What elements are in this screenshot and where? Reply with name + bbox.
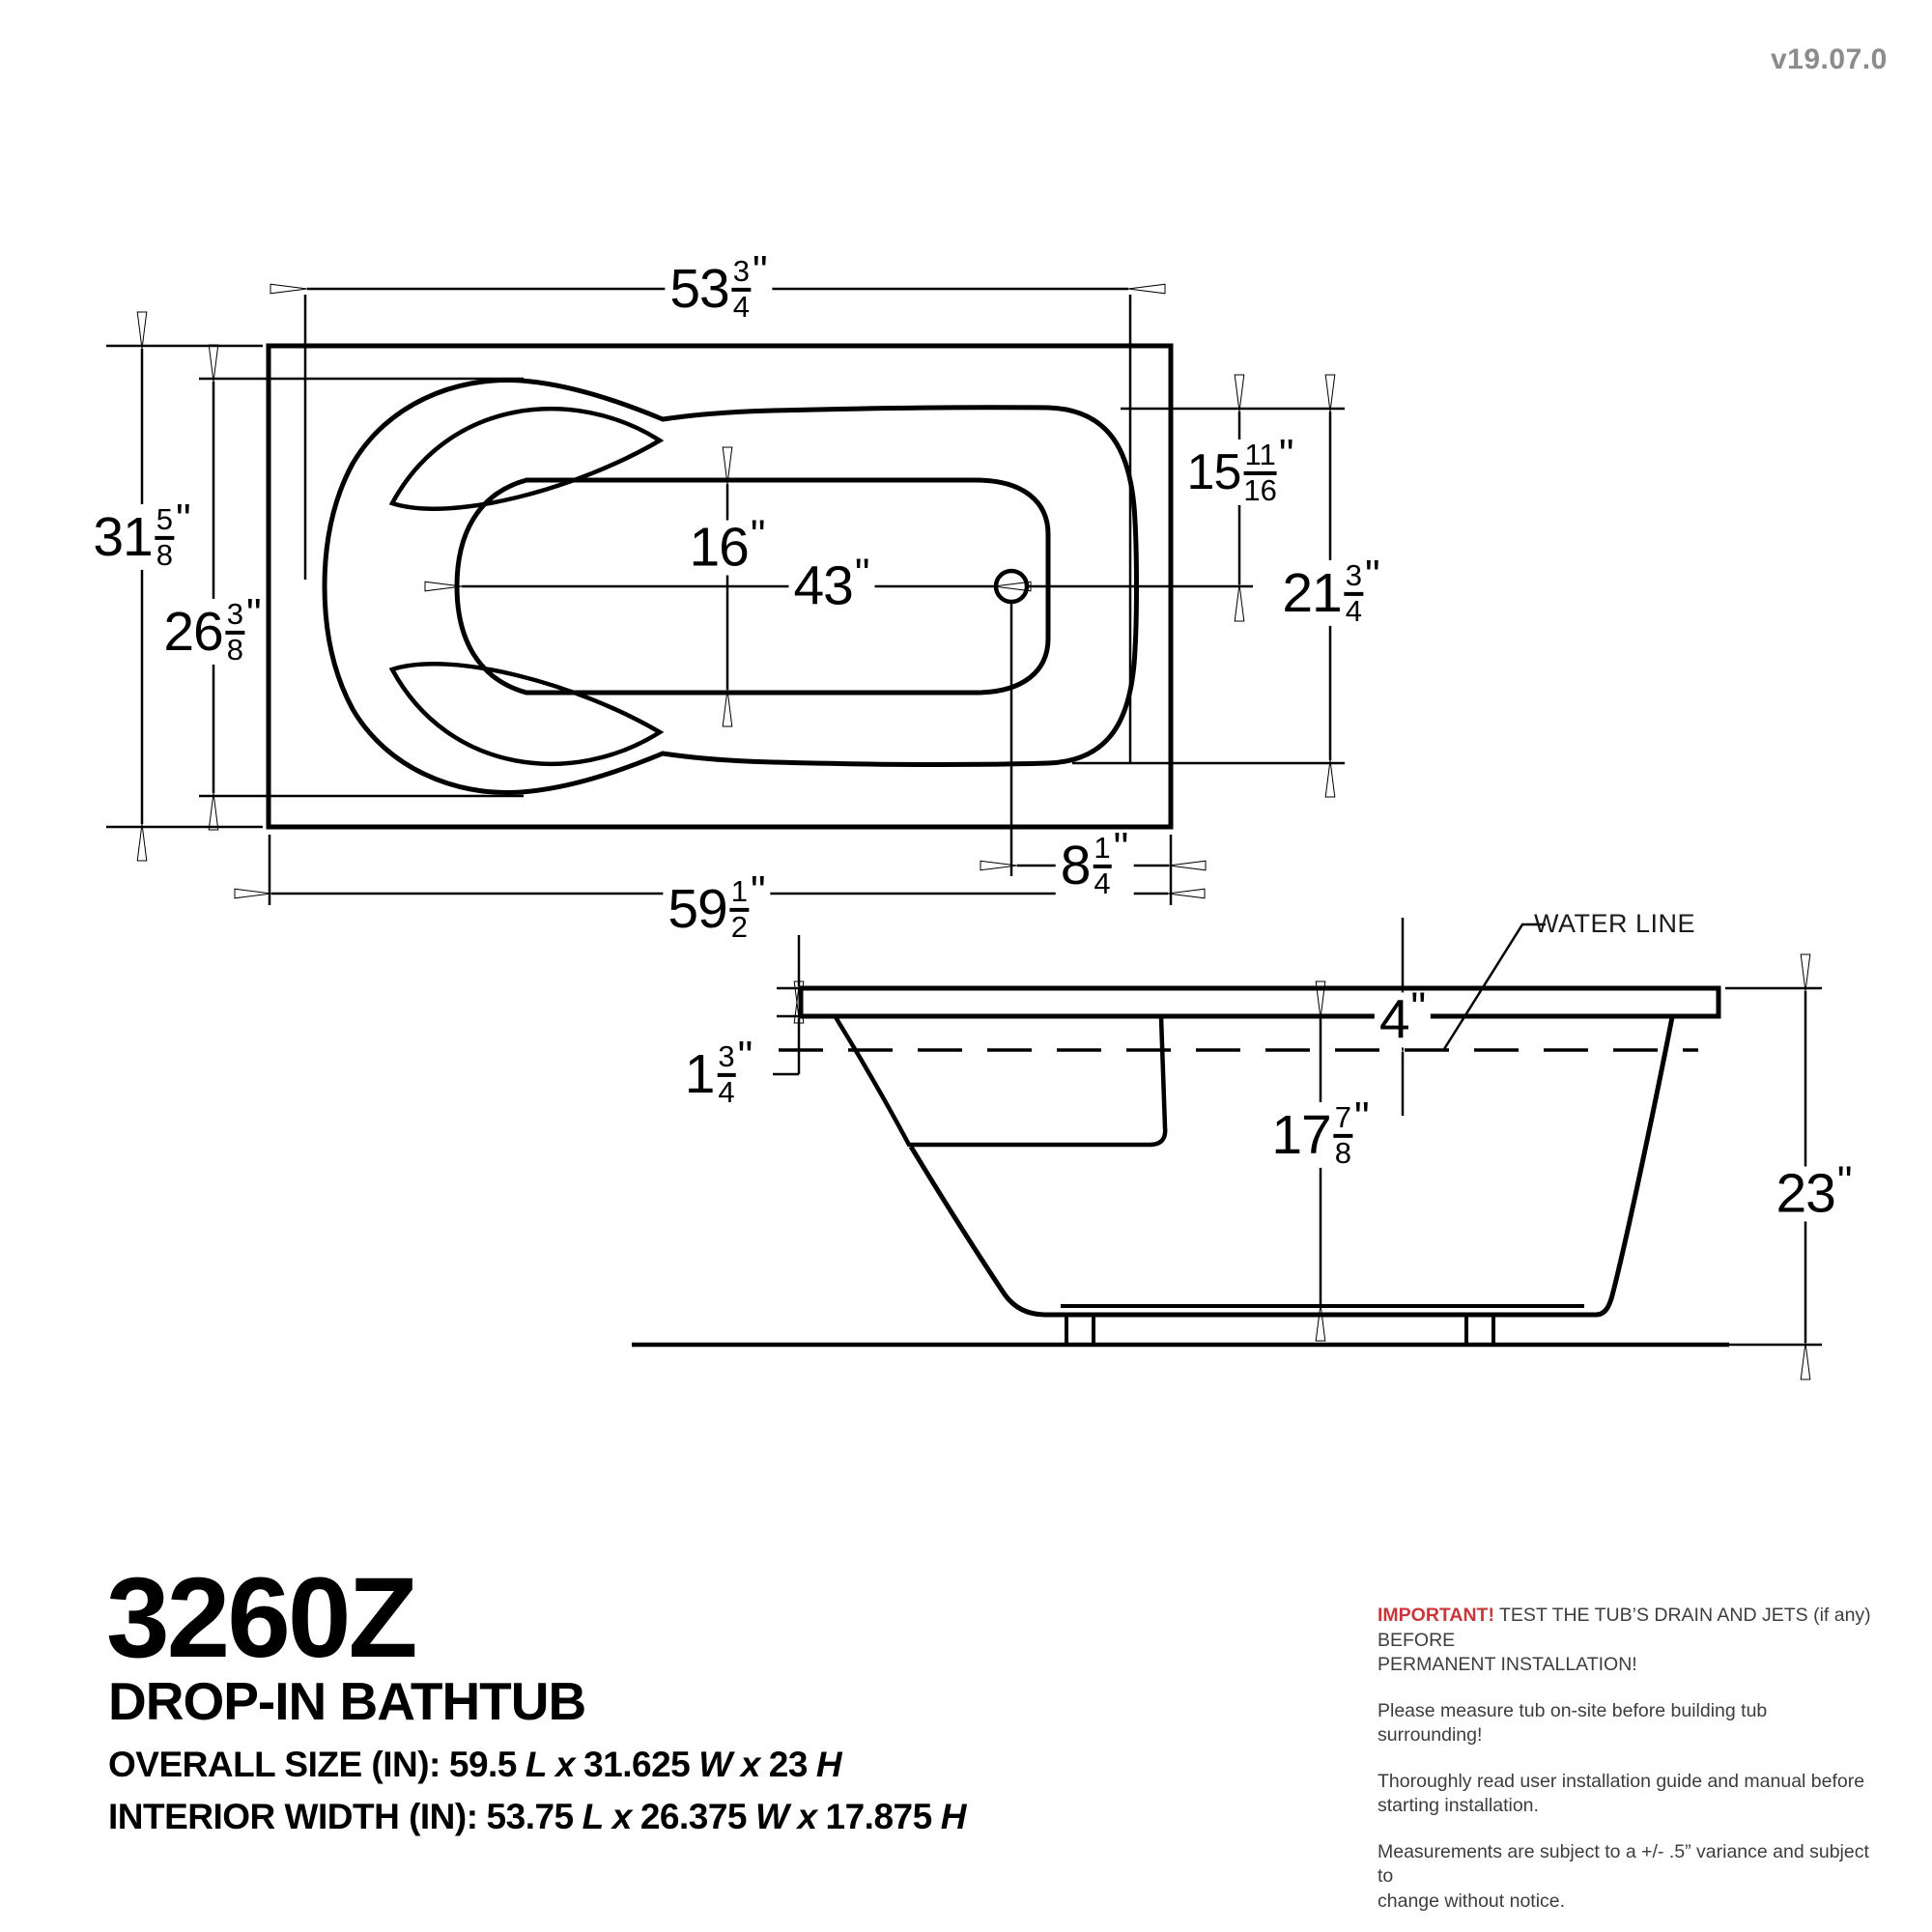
plan-basin-outline bbox=[454, 477, 1051, 696]
version-tag: v19.07.0 bbox=[1771, 43, 1888, 75]
interior-size-label: INTERIOR WIDTH (IN): bbox=[108, 1797, 478, 1836]
side-interior-wall-seat bbox=[834, 1015, 1168, 1148]
dim-drain-from-end: 43 " bbox=[788, 553, 875, 614]
interior-size-spec: INTERIOR WIDTH (IN): 53.75 L x 26.375 W … bbox=[108, 1797, 966, 1836]
plan-crescent-lower bbox=[388, 662, 665, 767]
overall-size-label: OVERALL SIZE (IN): bbox=[108, 1745, 440, 1784]
plan-extension-lines bbox=[106, 295, 1345, 905]
drain-circle bbox=[993, 568, 1030, 605]
dim-basin-width: 16 " bbox=[684, 514, 771, 576]
model-number: 3260Z bbox=[106, 1554, 418, 1682]
water-line-label: WATER LINE bbox=[1534, 909, 1696, 938]
plan-view bbox=[106, 283, 1345, 905]
overall-size-spec: OVERALL SIZE (IN): 59.5 L x 31.625 W x 2… bbox=[108, 1745, 842, 1784]
side-deck-rim bbox=[798, 985, 1721, 1019]
side-feet bbox=[1065, 1315, 1495, 1343]
note-important: IMPORTANT! TEST THE TUB’S DRAIN AND JETS… bbox=[1378, 1605, 1871, 1675]
important-label: IMPORTANT! bbox=[1378, 1605, 1494, 1626]
installation-notes: IMPORTANT! TEST THE TUB’S DRAIN AND JETS… bbox=[1378, 1604, 1876, 1932]
note-measure: Please measure tub on-site before buildi… bbox=[1378, 1699, 1768, 1747]
dim-overall-height: 23 " bbox=[1771, 1160, 1858, 1222]
side-outer-shell bbox=[908, 1016, 1675, 1318]
side-view bbox=[632, 918, 1822, 1380]
water-line-leader bbox=[1442, 923, 1546, 1050]
product-type: DROP-IN BATHTUB bbox=[108, 1671, 586, 1731]
plan-crescent-upper bbox=[388, 406, 665, 511]
note-variance: Measurements are subject to a +/- .5” va… bbox=[1378, 1840, 1869, 1912]
note-guide: Thoroughly read user installation guide … bbox=[1378, 1770, 1865, 1817]
dim-water-below-deck: 4 " bbox=[1374, 986, 1432, 1048]
